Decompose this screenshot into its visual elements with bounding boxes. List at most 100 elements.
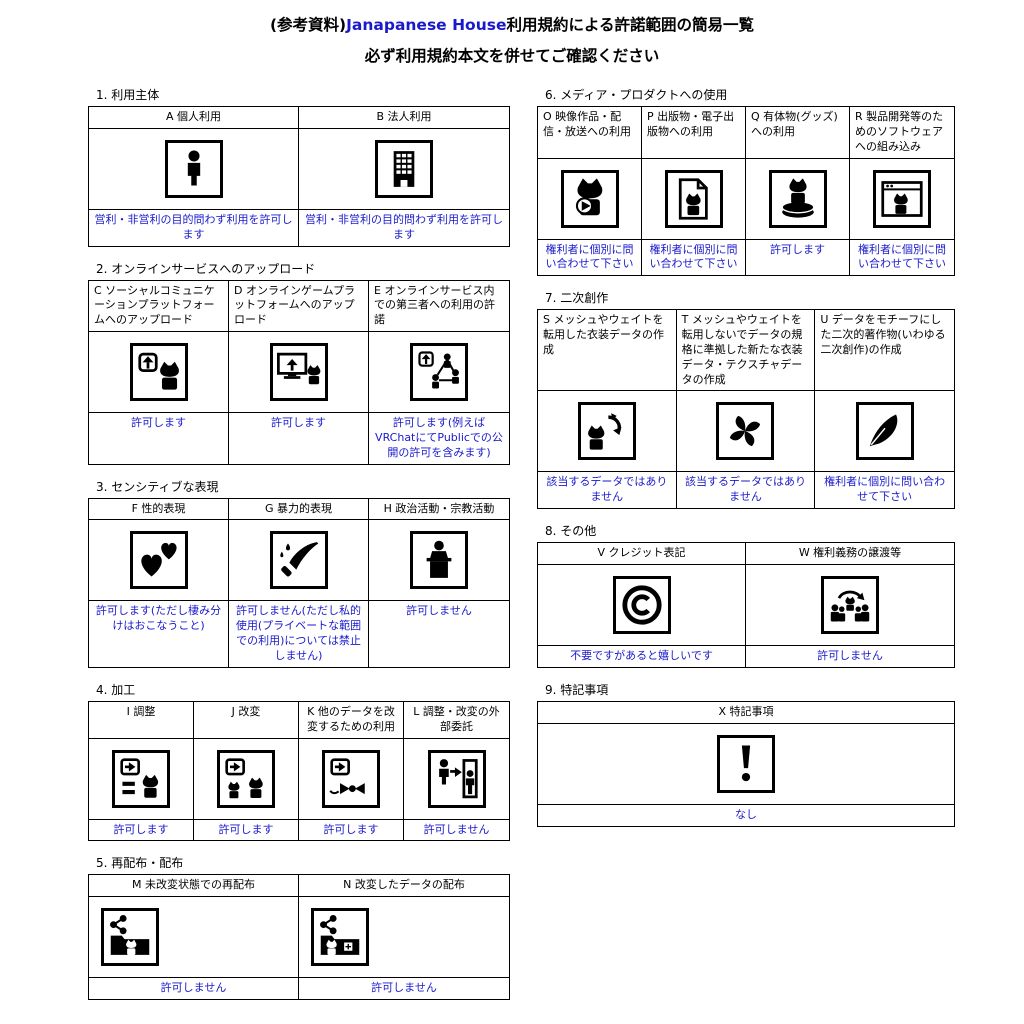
- section-label: 9. 特記事項: [545, 682, 609, 697]
- item-header: U データをモチーフにした二次的著作物(いわゆる二次創作)の作成: [815, 310, 954, 392]
- item-icon-cell: [642, 158, 746, 240]
- title-suffix: 利用規約による許諾範囲の簡易一覧: [506, 16, 755, 34]
- item-icon-cell: [538, 724, 954, 805]
- item-icon-cell: [369, 332, 509, 414]
- item-result: 許可しません(ただし私的使用(プライベートな範囲での利用)については禁止しません…: [229, 601, 369, 667]
- adjust-icon: [112, 749, 170, 808]
- monitor-upload-cat-icon: [269, 343, 328, 402]
- video-cat-icon: [560, 169, 619, 228]
- section-label: 3. センシティブな表現: [96, 479, 219, 494]
- hearts-icon: [129, 531, 188, 590]
- item-icon-cell: [676, 391, 816, 473]
- item-result: 許可します: [229, 413, 369, 464]
- knife-icon: [269, 531, 328, 590]
- item-header: F 性的表現: [89, 498, 229, 521]
- item-result: 許可しません: [423, 822, 490, 836]
- item-header: B 法人利用: [299, 107, 509, 129]
- item-result: 許可します(例えばVRChatにてPublicでの公開の許可を含みます): [375, 416, 503, 459]
- item-result: 許可しません: [89, 978, 299, 1000]
- item-result: 許可しません: [817, 648, 883, 662]
- software-cat-icon: [873, 169, 931, 228]
- new-outfit-icon: [716, 402, 775, 461]
- item-icon-cell: [89, 128, 299, 210]
- title-prefix: (参考資料): [269, 16, 347, 34]
- item-header: D オンラインゲームプラットフォームへのアップロード: [229, 280, 369, 333]
- section-label: 5. 再配布・配布: [96, 856, 184, 871]
- document-cat-icon: [664, 169, 723, 228]
- outsource-icon: [427, 749, 486, 808]
- section-table: X 特記事項なし: [537, 700, 955, 827]
- item-header: P 出版物・電子出版物への利用: [642, 107, 746, 159]
- exclamation-icon: [717, 734, 775, 793]
- item-icon-cell: [89, 897, 299, 979]
- item-result: 許可します: [194, 819, 299, 841]
- title-line2: 必ず利用規約本文を併せてご確認ください: [364, 47, 660, 65]
- item-header: R 製品開発等のためのソフトウェアへの組み込み: [850, 107, 954, 159]
- item-result: 権利者に個別に問い合わせて下さい: [824, 475, 946, 504]
- item-header: M 未改変状態での再配布: [89, 875, 299, 898]
- item-icon-cell: [89, 332, 229, 414]
- document-header: (参考資料)Janapanese House利用規約による許諾範囲の簡易一覧 必…: [0, 0, 1024, 66]
- section-label: 6. メディア・プロダクトへの使用: [545, 88, 728, 102]
- item-result: 許可します: [89, 819, 194, 841]
- item-result: 許可します: [89, 413, 229, 464]
- item-icon-cell: [538, 391, 677, 473]
- item-result: なし: [735, 807, 757, 821]
- mesh-reuse-icon: [577, 402, 636, 461]
- item-icon-cell: [229, 520, 369, 602]
- item-result: 該当するデータではありません: [538, 472, 677, 509]
- copyright-icon: [612, 575, 671, 634]
- transfer-icon: [821, 575, 879, 634]
- item-result: 不要ですがあると嬉しいです: [538, 645, 746, 667]
- section-label: 8. その他: [545, 524, 597, 539]
- figurine-icon: [768, 169, 827, 228]
- document: (参考資料)Janapanese House利用規約による許諾範囲の簡易一覧 必…: [0, 0, 1024, 1001]
- item-result: 権利者に個別に問い合わせて下さい: [538, 239, 642, 276]
- item-icon-cell: [850, 159, 954, 240]
- item-header: H 政治活動・宗教活動: [369, 499, 509, 521]
- item-icon-cell: [538, 564, 746, 646]
- item-icon-cell: [299, 897, 509, 979]
- section-label: 1. 利用主体: [96, 88, 160, 102]
- item-result: 権利者に個別に問い合わせて下さい: [858, 242, 946, 271]
- title-line1: (参考資料)Janapanese House利用規約による許諾範囲の簡易一覧: [0, 13, 1024, 35]
- section-label: 4. 加工: [96, 682, 136, 697]
- upload-network-icon: [410, 343, 468, 402]
- item-icon-cell: [746, 158, 850, 240]
- share-folder-modified-icon: [311, 908, 369, 967]
- item-icon-cell: [194, 738, 299, 820]
- item-result: 許可しません: [406, 604, 472, 618]
- item-header: O 映像作品・配信・放送への利用: [538, 107, 642, 159]
- item-header: T メッシュやウェイトを転用しないでデータの規格に準拠した新たな衣装データ・テク…: [676, 310, 816, 392]
- person-icon: [164, 139, 223, 198]
- podium-icon: [410, 531, 468, 590]
- item-result: 許可します: [746, 239, 850, 276]
- item-result: 営利・非営利の目的問わず利用を許可します: [89, 209, 299, 246]
- item-icon-cell: [299, 129, 509, 210]
- item-result: 該当するデータではありません: [677, 472, 816, 509]
- item-header: C ソーシャルコミュニケーションプラットフォームへのアップロード: [89, 280, 229, 333]
- item-header: E オンラインサービス内での第三者への利用の許諾: [369, 281, 509, 333]
- item-icon-cell: [404, 739, 509, 820]
- item-header: K 他のデータを改変するための利用: [299, 701, 404, 739]
- item-header: L 調整・改変の外部委託: [404, 702, 509, 739]
- item-icon-cell: [89, 738, 194, 820]
- item-header: V クレジット表記: [538, 543, 746, 565]
- item-header: J 改変: [194, 701, 299, 739]
- item-icon-cell: [815, 391, 954, 473]
- item-result: 権利者に個別に問い合わせて下さい: [642, 239, 746, 276]
